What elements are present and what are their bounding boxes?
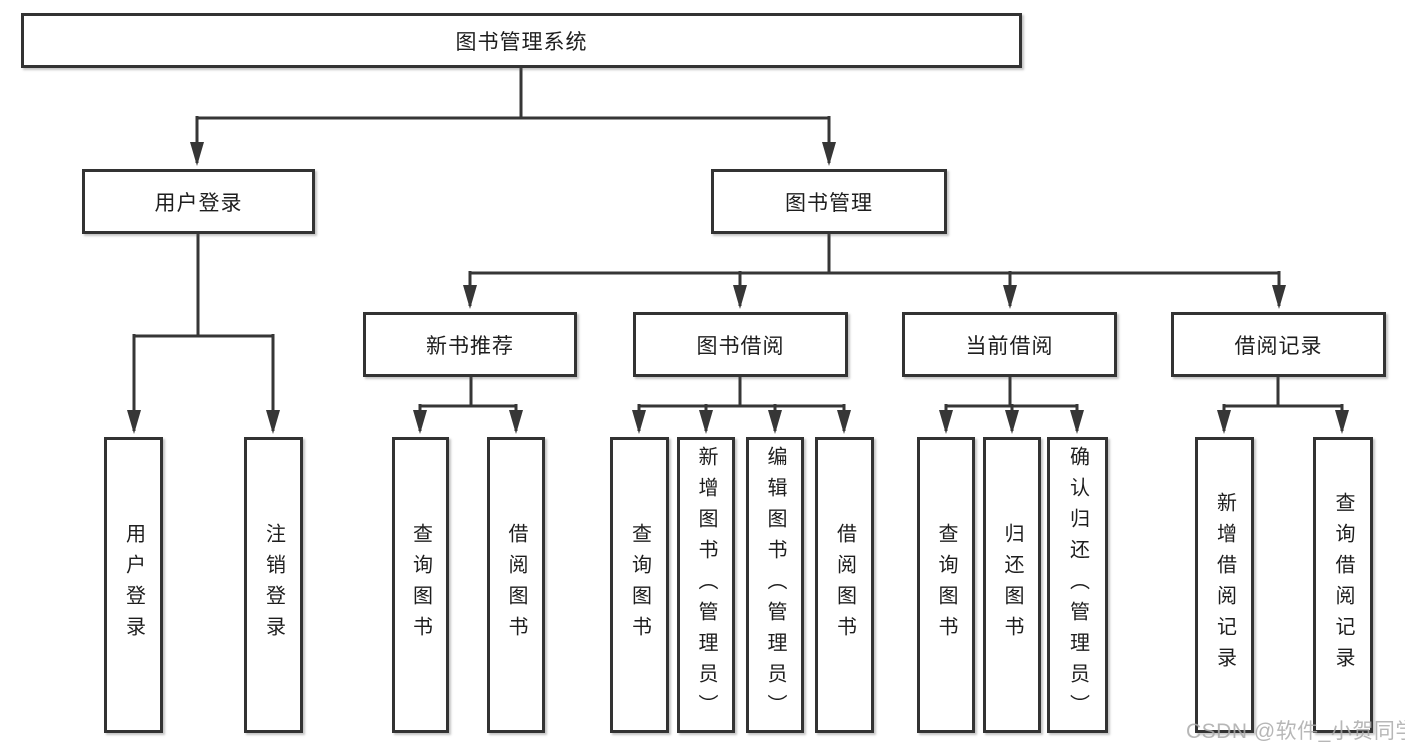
node-label: 图书管理系统	[455, 30, 588, 54]
node-label: 图书借阅	[696, 334, 785, 358]
leaf-query-borrow-record: 查询借阅记录	[1313, 437, 1373, 733]
csdn-watermark: CSDN @软件_小贺同学	[1186, 720, 1405, 743]
leaf-label: 借阅图书	[833, 523, 856, 647]
leaf-query-books-borrow: 查询图书	[610, 437, 669, 733]
leaf-label: 查询图书	[935, 523, 957, 647]
node-book-management: 图书管理	[711, 169, 947, 234]
leaf-query-books-current: 查询图书	[917, 437, 975, 733]
leaf-add-borrow-record: 新增借阅记录	[1195, 437, 1254, 733]
node-library-management-system: 图书管理系统	[21, 13, 1022, 68]
leaf-label: 新增借阅记录	[1213, 492, 1236, 678]
leaf-borrow-books-recommend: 借阅图书	[487, 437, 545, 733]
leaf-label: 查询借阅记录	[1332, 492, 1354, 678]
leaf-label: 注销登录	[262, 523, 285, 647]
node-label: 图书管理	[785, 191, 873, 215]
leaf-label: 新增图书（管理员）	[695, 445, 717, 725]
leaf-logout: 注销登录	[244, 437, 303, 733]
node-current-borrow: 当前借阅	[902, 312, 1117, 377]
node-label: 用户登录	[154, 191, 243, 215]
leaf-return-books: 归还图书	[983, 437, 1041, 733]
leaf-label: 确认归还（管理员）	[1066, 445, 1089, 725]
leaf-add-book-admin: 新增图书（管理员）	[677, 437, 735, 733]
node-borrow-records: 借阅记录	[1171, 312, 1386, 377]
node-new-book-recommend: 新书推荐	[363, 312, 577, 377]
node-user-login: 用户登录	[82, 169, 315, 234]
leaf-confirm-return-admin: 确认归还（管理员）	[1047, 437, 1108, 733]
leaf-label: 编辑图书（管理员）	[764, 445, 786, 725]
leaf-user-login: 用户登录	[104, 437, 163, 733]
leaf-label: 用户登录	[122, 523, 145, 647]
leaf-label: 归还图书	[1001, 523, 1023, 647]
node-book-borrow: 图书借阅	[633, 312, 848, 377]
leaf-label: 查询图书	[409, 523, 432, 647]
leaf-query-books-recommend: 查询图书	[392, 437, 449, 733]
leaf-borrow-books: 借阅图书	[815, 437, 874, 733]
leaf-label: 查询图书	[628, 523, 651, 647]
leaf-edit-book-admin: 编辑图书（管理员）	[746, 437, 804, 733]
leaf-label: 借阅图书	[505, 523, 527, 647]
node-label: 借阅记录	[1234, 334, 1323, 358]
node-label: 当前借阅	[965, 334, 1054, 358]
node-label: 新书推荐	[426, 334, 514, 358]
